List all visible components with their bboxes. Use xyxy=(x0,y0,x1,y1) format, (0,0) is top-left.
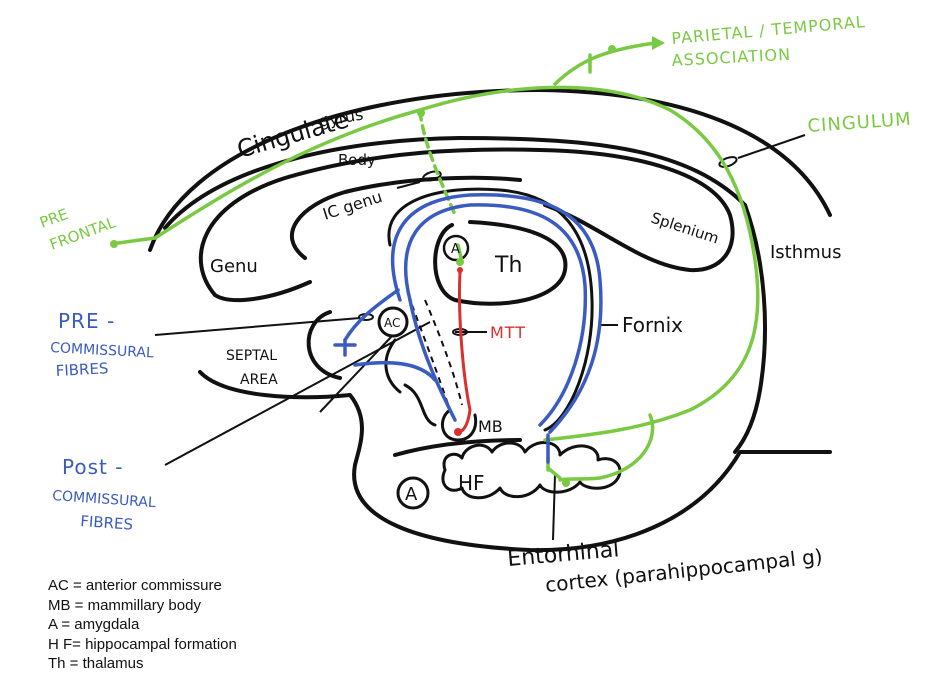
label-mtt: MTT xyxy=(490,323,526,342)
temporal-lower-outline xyxy=(352,450,832,553)
septal-branch-blue xyxy=(353,360,437,382)
isthmus-outline xyxy=(733,203,767,454)
label-post-dash: Post - xyxy=(62,455,123,479)
label-fibres-1: FIBRES xyxy=(55,359,109,380)
label-a-amygdala: A xyxy=(405,484,418,505)
label-fornix: Fornix xyxy=(622,313,683,337)
prefrontal-dot xyxy=(110,240,118,248)
precommissural-fibres-blue-2 xyxy=(333,338,357,357)
cingulum-hf-branch-2 xyxy=(546,456,562,480)
label-pre-dash: PRE - xyxy=(58,309,115,333)
label-septal: SEPTAL xyxy=(226,348,277,364)
genu-curl xyxy=(213,280,312,303)
body-leader xyxy=(396,181,421,189)
postcommissural-fibres-blue xyxy=(408,298,457,422)
label-body: Body xyxy=(338,151,376,169)
fornix-sheath-outline xyxy=(387,187,594,432)
brainstem-outline xyxy=(306,310,342,380)
label-genu: Genu xyxy=(210,256,258,277)
legend-th: Th = thalamus xyxy=(48,655,144,672)
septal-lower-outline xyxy=(198,370,364,467)
entorhinal-leader xyxy=(552,474,556,541)
label-splenium: Splenium xyxy=(649,209,721,248)
fornix-outer-blue xyxy=(391,193,603,434)
postcommissural-leader-2 xyxy=(319,335,393,413)
cingulum-leader xyxy=(737,134,806,159)
label-ic-genu: IC genu xyxy=(320,187,384,224)
septal-curve xyxy=(403,383,437,427)
label-commissural-2: COMMISSURAL xyxy=(52,488,157,511)
label-commissural-1: COMMISSURAL xyxy=(50,340,155,361)
cingulate-dot xyxy=(417,109,425,117)
mammillary-body-outline xyxy=(441,408,478,442)
legend-a: A = amygdala xyxy=(48,616,140,633)
fornix-inner-blue xyxy=(404,203,588,427)
legend-ac: AC = anterior commissure xyxy=(48,577,222,594)
mb-red-dot xyxy=(454,428,462,436)
label-cingulum: CINGULUM xyxy=(807,109,913,137)
label-pre: PRE xyxy=(37,205,70,232)
cingulum-hf-branch xyxy=(558,413,655,482)
dashed-column-2 xyxy=(424,299,463,406)
label-hf: HF xyxy=(458,471,485,495)
cingulum-tract xyxy=(153,85,760,442)
thalamus-outline xyxy=(433,220,568,306)
cingulum-prefrontal-branch xyxy=(116,236,157,245)
cingulum-marker xyxy=(718,156,738,168)
parietal-dot xyxy=(608,45,616,53)
septal-curve-2 xyxy=(384,338,402,394)
label-th: Th xyxy=(494,253,522,278)
precommissural-fibres-blue xyxy=(343,288,400,342)
hf-green-dot xyxy=(562,479,570,487)
anterior-thalamic-circle xyxy=(442,234,470,262)
anterior-commissure-circle xyxy=(377,306,409,338)
label-association: ASSOCIATION xyxy=(671,45,791,70)
label-area: AREA xyxy=(240,372,278,388)
postcommissural-leader xyxy=(164,321,431,466)
label-mb: MB xyxy=(478,417,503,436)
label-isthmus: Isthmus xyxy=(770,242,841,263)
corpus-callosum-outer xyxy=(198,147,735,297)
cingulate-sulcus-outline xyxy=(163,136,747,230)
label-a-thalamic: A xyxy=(451,242,460,257)
hippocampal-formation-outline xyxy=(441,441,622,500)
thalamus-green-dot xyxy=(456,258,464,266)
legend-hf: H F= hippocampal formation xyxy=(48,635,237,653)
thalamus-red-dot xyxy=(457,267,463,273)
cingulum-parietal-branch xyxy=(553,41,657,86)
label-parietal-temporal: PARIETAL / TEMPORAL xyxy=(671,12,867,48)
body-marker xyxy=(422,170,442,182)
amygdala-circle xyxy=(396,476,430,510)
legend-mb: MB = mammillary body xyxy=(48,596,201,614)
parietal-arrowhead xyxy=(652,36,665,50)
abbreviation-legend: AC = anterior commissure MB = mammillary… xyxy=(48,576,237,674)
label-fibres-2: FIBRES xyxy=(80,512,134,534)
label-ac: AC xyxy=(384,316,400,330)
corpus-callosum-inner xyxy=(290,175,522,260)
mammillothalamic-tract xyxy=(457,270,472,434)
precommissural-leader xyxy=(154,317,361,336)
label-gyrus: gyrus xyxy=(317,104,364,130)
inner-temporal-outline xyxy=(393,438,522,457)
